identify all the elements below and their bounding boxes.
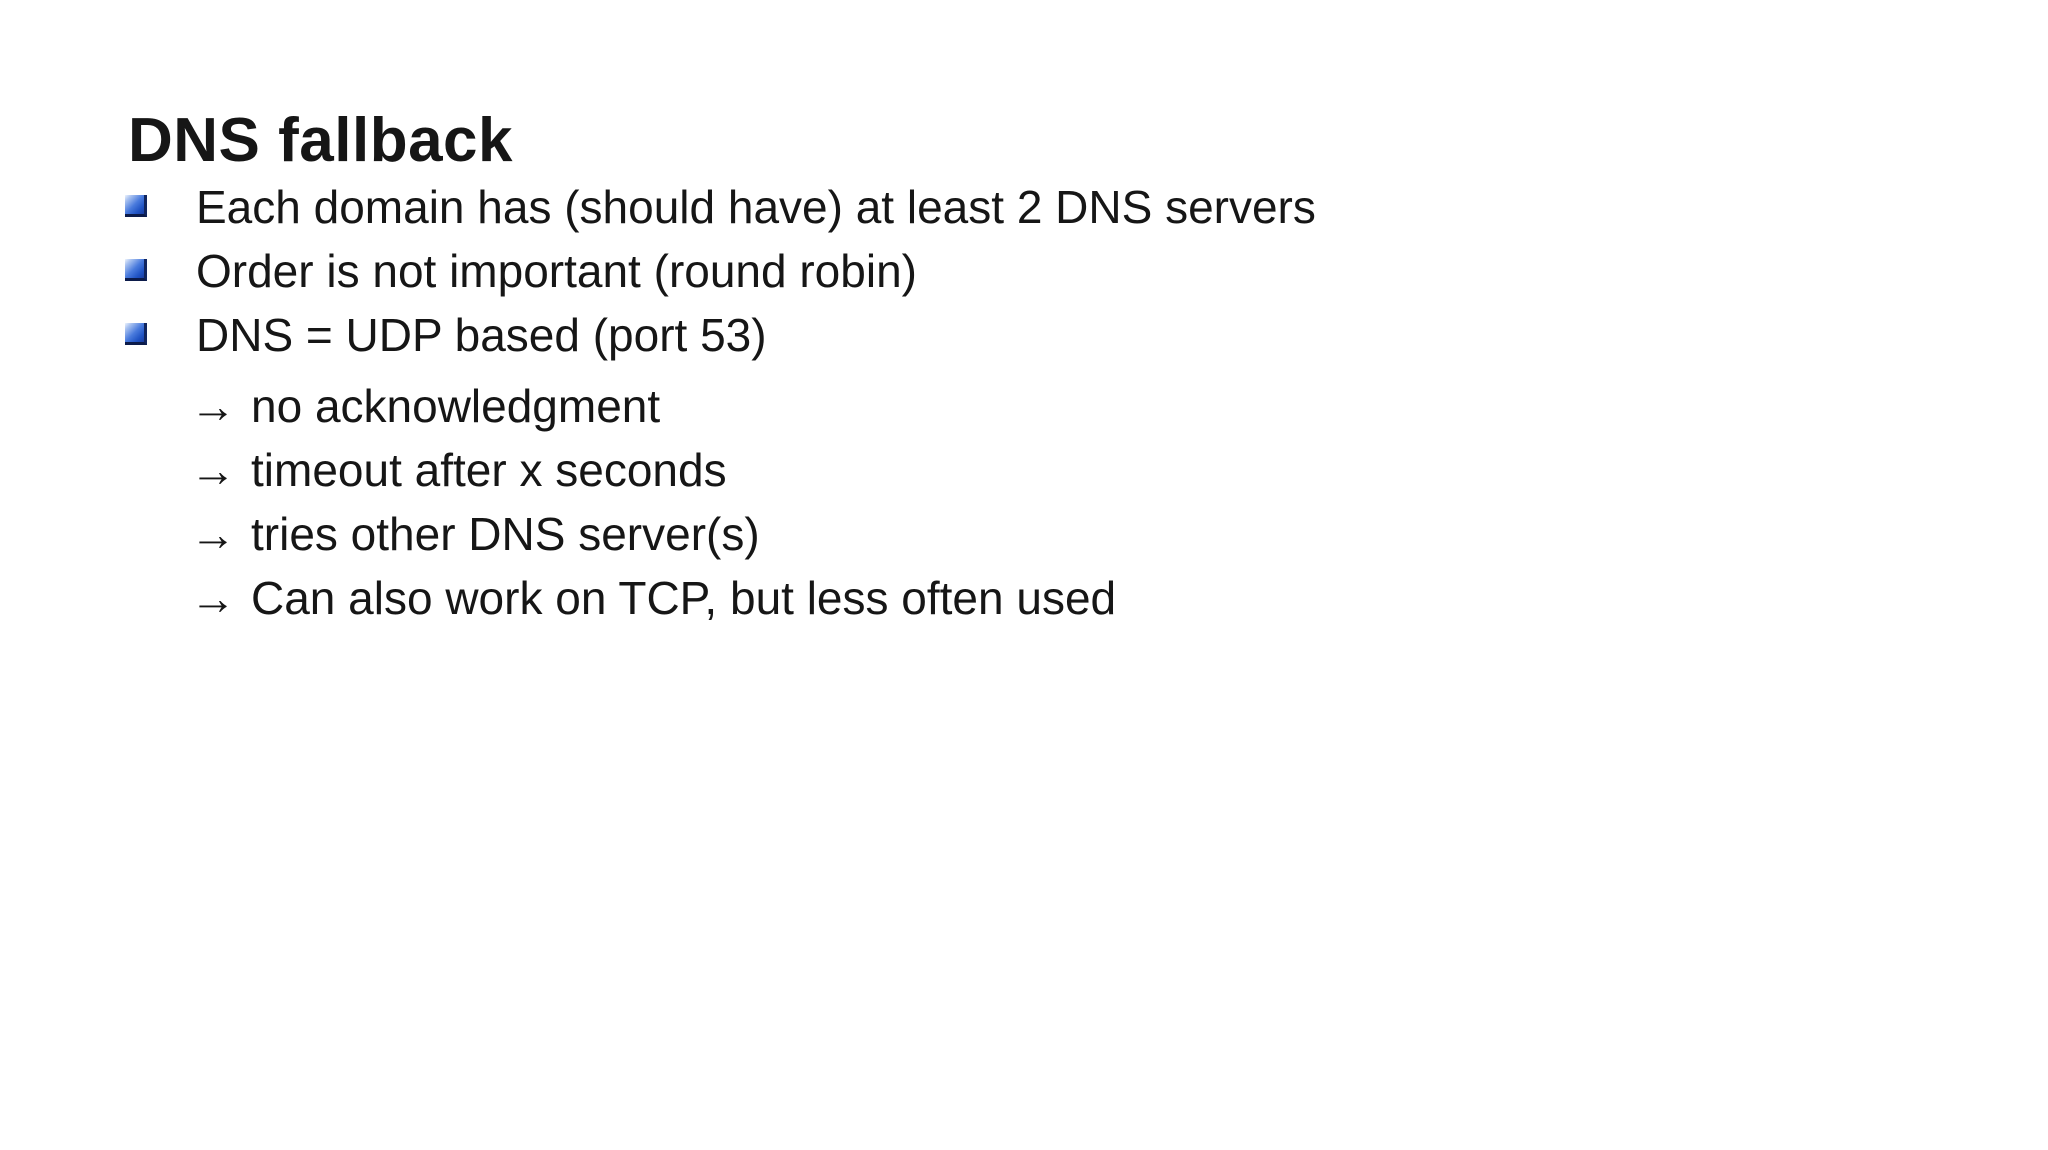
arrow-sub-list: → no acknowledgment → timeout after x se… (125, 374, 1316, 630)
sub-item-label: timeout after x seconds (251, 444, 727, 496)
arrow-sub-item: → tries other DNS server(s) (125, 502, 1316, 566)
sub-bullet-group: → no acknowledgment → timeout after x se… (125, 374, 1316, 630)
sub-item-label: no acknowledgment (251, 380, 661, 432)
arrow-sub-item: → Can also work on TCP, but less often u… (125, 566, 1316, 630)
arrow-sub-item: → timeout after x seconds (125, 438, 1316, 502)
arrow-sub-item: → no acknowledgment (125, 374, 1316, 438)
bullet-item: Order is not important (round robin) (125, 239, 1316, 303)
blue-square-bullet-icon (125, 323, 147, 345)
slide-title: DNS fallback (128, 105, 514, 175)
right-arrow-icon: → (190, 444, 236, 496)
bullet-item-label: Order is not important (round robin) (196, 245, 917, 297)
bullet-item-label: DNS = UDP based (port 53) (196, 309, 767, 361)
blue-square-bullet-icon (125, 259, 147, 281)
sub-item-label: tries other DNS server(s) (251, 508, 760, 560)
right-arrow-icon: → (190, 508, 236, 560)
bullet-item: Each domain has (should have) at least 2… (125, 175, 1316, 239)
bullet-item-label: Each domain has (should have) at least 2… (196, 181, 1316, 233)
bullet-list: Each domain has (should have) at least 2… (125, 175, 1316, 630)
right-arrow-icon: → (190, 572, 236, 624)
bullet-item: DNS = UDP based (port 53) (125, 303, 1316, 367)
right-arrow-icon: → (190, 380, 236, 432)
sub-item-label: Can also work on TCP, but less often use… (251, 572, 1117, 624)
blue-square-bullet-icon (125, 195, 147, 217)
